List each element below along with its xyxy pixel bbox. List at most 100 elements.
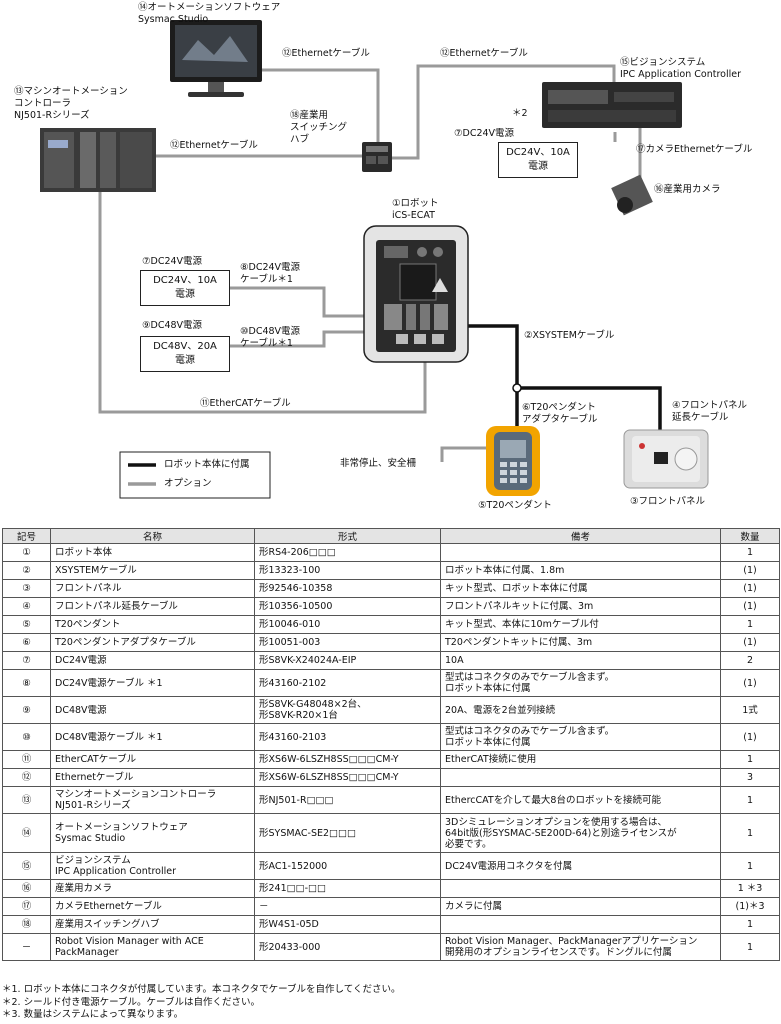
cell-remarks: EtherCAT接続に使用 bbox=[440, 750, 721, 769]
cell-name: 産業用カメラ bbox=[50, 879, 255, 898]
cell-name: オートメーションソフトウェア Sysmac Studio bbox=[50, 813, 255, 853]
label-controller: ⑬マシンオートメーション コントローラ NJ501-Rシリーズ bbox=[14, 86, 128, 121]
cell-quantity: 1 ＊3 bbox=[720, 879, 780, 898]
cell-quantity: 1 bbox=[720, 543, 780, 562]
table-row: －Robot Vision Manager with ACE PackManag… bbox=[2, 933, 780, 961]
cell-model: 形SYSMAC-SE2□□□ bbox=[254, 813, 441, 853]
label-t20-pendant: ⑤T20ペンダント bbox=[478, 500, 552, 511]
cell-name: EtherCATケーブル bbox=[50, 750, 255, 769]
junction-node bbox=[512, 383, 522, 393]
label-dc24-cable: ⑧DC24V電源 ケーブル＊1 bbox=[240, 262, 301, 285]
system-diagram: ⑭オートメーションソフトウェア Sysmac Studio ⑬マシンオートメーシ… bbox=[14, 2, 752, 511]
cell-quantity: 1 bbox=[720, 813, 780, 853]
cell-remarks bbox=[440, 879, 721, 898]
dc48-power-cable bbox=[230, 330, 378, 348]
cell-model: 形241□□-□□ bbox=[254, 879, 441, 898]
cell-symbol: ④ bbox=[2, 597, 51, 616]
cell-name: DC48V電源 bbox=[50, 696, 255, 724]
label-ethernet-cable-vision: ⑫Ethernetケーブル bbox=[440, 48, 528, 59]
cell-symbol: ⑯ bbox=[2, 879, 51, 898]
table-header: 記号 名称 形式 備考 数量 bbox=[2, 528, 780, 544]
cell-model: 形10356-10500 bbox=[254, 597, 441, 616]
cell-symbol: ⑫ bbox=[2, 768, 51, 787]
cell-symbol: ⑪ bbox=[2, 750, 51, 769]
cell-symbol: ⑤ bbox=[2, 615, 51, 634]
cell-name: ロボット本体 bbox=[50, 543, 255, 562]
cell-quantity: 2 bbox=[720, 651, 780, 670]
cell-remarks: EthercCATを介して最大8台のロボットを接続可能 bbox=[440, 786, 721, 814]
label-software: ⑭オートメーションソフトウェア Sysmac Studio bbox=[138, 2, 281, 25]
cell-remarks: キット型式、本体に10mケーブル付 bbox=[440, 615, 721, 634]
cell-quantity: 3 bbox=[720, 768, 780, 787]
cell-symbol: ③ bbox=[2, 579, 51, 598]
label-note-star2: ＊2 bbox=[512, 108, 528, 119]
footnote-3: ＊3. 数量はシステムによって異なります。 bbox=[2, 1009, 184, 1020]
label-front-panel-extension: ④フロントパネル 延長ケーブル bbox=[672, 400, 748, 423]
cell-symbol: ① bbox=[2, 543, 51, 562]
dc24-power-cable bbox=[230, 286, 378, 318]
cell-name: T20ペンダントアダプタケーブル bbox=[50, 633, 255, 652]
cell-model: 形AC1-152000 bbox=[254, 852, 441, 880]
cell-name: マシンオートメーションコントローラ NJ501-Rシリーズ bbox=[50, 786, 255, 814]
cell-quantity: (1) bbox=[720, 669, 780, 697]
cell-model: 形92546-10358 bbox=[254, 579, 441, 598]
cell-quantity: 1 bbox=[720, 852, 780, 880]
cell-symbol: ⑥ bbox=[2, 633, 51, 652]
cell-remarks: 20A、電源を2台並列接続 bbox=[440, 696, 721, 724]
cell-name: カメラEthernetケーブル bbox=[50, 897, 255, 916]
cell-model: 形20433-000 bbox=[254, 933, 441, 961]
t20-pendant bbox=[486, 426, 540, 496]
label-estop: 非常停止、安全柵 bbox=[340, 458, 417, 469]
ethercat-cable bbox=[98, 192, 427, 414]
label-dc48-cable: ⑩DC48V電源 ケーブル＊1 bbox=[240, 326, 301, 349]
cell-quantity: 1 bbox=[720, 750, 780, 769]
label-ethernet-cable-controller: ⑫Ethernetケーブル bbox=[170, 140, 258, 151]
cell-quantity: 1 bbox=[720, 786, 780, 814]
label-camera: ⑯産業用カメラ bbox=[654, 184, 721, 195]
header-remarks: 備考 bbox=[440, 528, 721, 544]
front-panel-extension-cable bbox=[517, 386, 662, 430]
ethernet-cable-pc bbox=[260, 68, 380, 142]
cell-quantity: 1 bbox=[720, 915, 780, 934]
cell-remarks: 型式はコネクタのみでケーブル含まず。 ロボット本体に付属 bbox=[440, 723, 721, 751]
cell-model: 形S8VK-G48048×2台、 形S8VK-R20×1台 bbox=[254, 696, 441, 724]
switching-hub bbox=[362, 142, 392, 172]
cell-model: 形43160-2102 bbox=[254, 669, 441, 697]
front-panel-device bbox=[623, 429, 709, 489]
cell-name: XSYSTEMケーブル bbox=[50, 561, 255, 580]
cell-name: DC24V電源ケーブル ＊1 bbox=[50, 669, 255, 697]
cell-name: 産業用スイッチングハブ bbox=[50, 915, 255, 934]
label-xsystem-cable: ②XSYSTEMケーブル bbox=[524, 330, 615, 341]
footnotes: ＊1. ロボット本体にコネクタが付属しています。本コネクタでケーブルを自作してく… bbox=[2, 984, 400, 1022]
cell-symbol: ⑦ bbox=[2, 651, 51, 670]
cell-remarks: Robot Vision Manager、PackManagerアプリケーション… bbox=[440, 933, 721, 961]
label-front-panel: ③フロントパネル bbox=[630, 496, 706, 507]
power-box-dc48: DC48V、20A 電源 bbox=[140, 336, 230, 372]
cell-remarks bbox=[440, 543, 721, 562]
label-ethercat-cable: ⑪EtherCATケーブル bbox=[200, 398, 291, 409]
cell-model: 形S8VK-X24024A-EIP bbox=[254, 651, 441, 670]
cell-name: DC24V電源 bbox=[50, 651, 255, 670]
cell-remarks: キット型式、ロボット本体に付属 bbox=[440, 579, 721, 598]
cell-model: － bbox=[254, 897, 441, 916]
header-quantity: 数量 bbox=[720, 528, 780, 544]
cell-model: 形XS6W-6LSZH8SS□□□CM-Y bbox=[254, 750, 441, 769]
legend-option-label: オプション bbox=[164, 478, 212, 489]
option-cables bbox=[98, 64, 642, 462]
cell-symbol: ⑮ bbox=[2, 852, 51, 880]
header-model: 形式 bbox=[254, 528, 441, 544]
cell-model: 形10051-003 bbox=[254, 633, 441, 652]
cell-remarks: ロボット本体に付属、1.8m bbox=[440, 561, 721, 580]
cell-name: フロントパネル bbox=[50, 579, 255, 598]
cell-quantity: (1) bbox=[720, 561, 780, 580]
